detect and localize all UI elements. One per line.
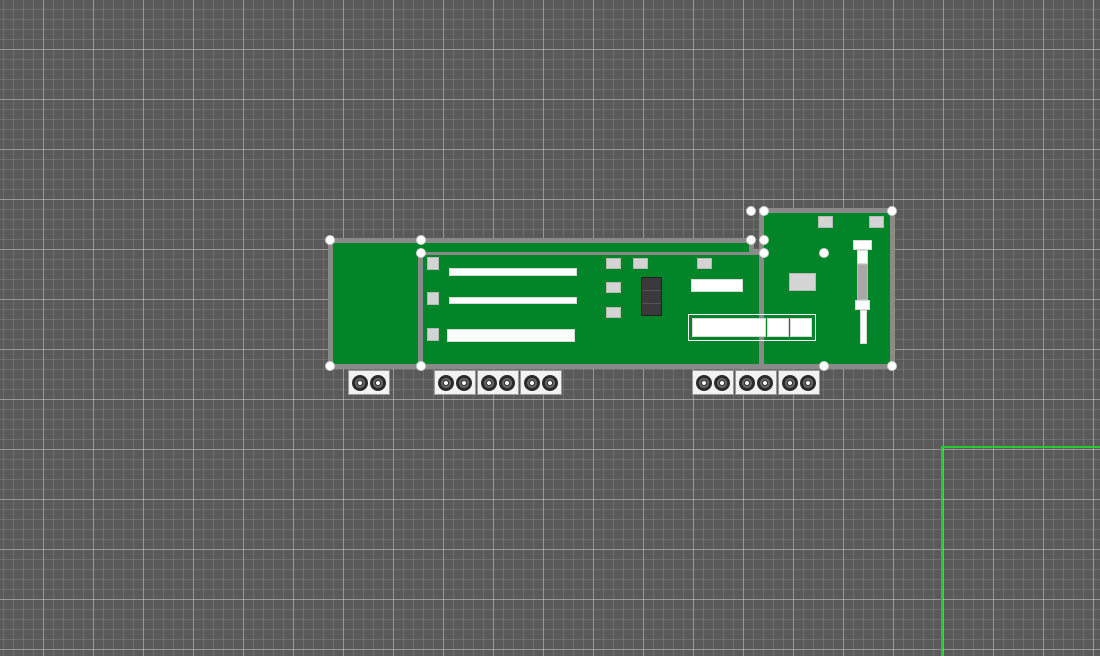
vertical-rack[interactable] [857, 250, 868, 264]
resize-handle-icon[interactable] [746, 235, 756, 245]
resize-handle-icon[interactable] [759, 248, 769, 258]
resize-handle-icon[interactable] [819, 248, 829, 258]
room-main-top-wall [418, 238, 754, 252]
equipment-tile[interactable] [606, 307, 621, 318]
rack-row-2[interactable] [449, 297, 577, 304]
fan-icon [696, 374, 712, 391]
equipment-tile[interactable] [818, 216, 833, 228]
resize-handle-icon[interactable] [325, 361, 335, 371]
equipment-tile[interactable] [789, 273, 816, 291]
outdoor-unit-1[interactable] [348, 370, 390, 395]
rack-cell[interactable] [790, 318, 812, 337]
fan-icon [782, 374, 798, 391]
fan-icon [739, 374, 755, 391]
rack-cell[interactable] [692, 318, 766, 337]
outdoor-unit-6[interactable] [735, 370, 777, 395]
equipment-tile[interactable] [427, 292, 439, 305]
equipment-tile[interactable] [606, 258, 621, 269]
room-left[interactable] [328, 238, 423, 369]
ups-cabinet-divider [642, 290, 661, 291]
fan-icon [524, 374, 540, 391]
resize-handle-icon[interactable] [887, 361, 897, 371]
fan-icon [714, 374, 730, 391]
ups-cabinet-divider [642, 303, 661, 304]
fan-icon [757, 374, 773, 391]
fan-icon [352, 374, 368, 391]
outdoor-unit-3[interactable] [477, 370, 519, 395]
fan-icon [499, 374, 515, 391]
resize-handle-icon[interactable] [819, 361, 829, 371]
resize-handle-icon[interactable] [759, 235, 769, 245]
equipment-tile[interactable] [869, 216, 884, 228]
ups-cabinet[interactable] [641, 277, 662, 316]
resize-handle-icon[interactable] [416, 235, 426, 245]
vertical-rack-block[interactable] [855, 300, 870, 310]
equipment-panel[interactable] [691, 279, 743, 292]
resize-handle-icon[interactable] [416, 361, 426, 371]
outdoor-unit-4[interactable] [520, 370, 562, 395]
equipment-tile[interactable] [633, 258, 648, 269]
fan-icon [800, 374, 816, 391]
room-right[interactable] [759, 208, 895, 369]
outdoor-unit-2[interactable] [434, 370, 476, 395]
equipment-tile[interactable] [606, 282, 621, 293]
rack-cell[interactable] [767, 318, 789, 337]
resize-handle-icon[interactable] [746, 206, 756, 216]
selection-outline[interactable] [941, 446, 1100, 656]
rack-group[interactable] [688, 314, 816, 341]
vertical-rack-mid[interactable] [857, 264, 868, 300]
equipment-tile[interactable] [427, 257, 439, 270]
outdoor-unit-7[interactable] [778, 370, 820, 395]
fan-icon [438, 374, 454, 391]
vertical-rack-top[interactable] [853, 240, 872, 250]
fan-icon [481, 374, 497, 391]
fan-icon [456, 374, 472, 391]
fan-icon [542, 374, 558, 391]
rack-row-1[interactable] [449, 268, 577, 276]
resize-handle-icon[interactable] [759, 206, 769, 216]
fan-icon [370, 374, 386, 391]
vertical-rack-bottom[interactable] [860, 310, 867, 344]
resize-handle-icon[interactable] [325, 235, 335, 245]
outdoor-unit-5[interactable] [692, 370, 734, 395]
resize-handle-icon[interactable] [416, 248, 426, 258]
rack-row-3[interactable] [447, 329, 575, 342]
resize-handle-icon[interactable] [887, 206, 897, 216]
equipment-tile[interactable] [697, 258, 712, 269]
equipment-tile[interactable] [427, 328, 439, 341]
